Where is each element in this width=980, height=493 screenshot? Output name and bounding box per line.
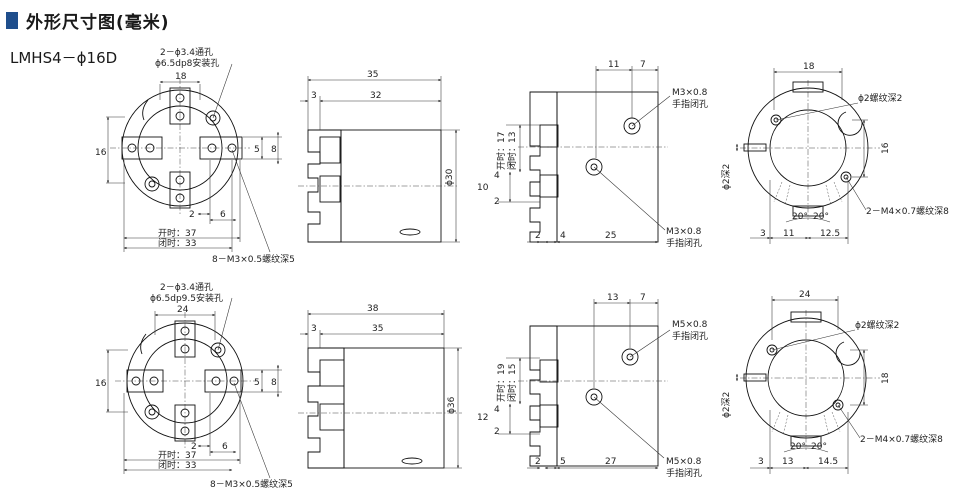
front-dim-5-top: 5 <box>254 145 260 155</box>
finger-closed-top: 闭时：13 <box>506 132 518 170</box>
front-dim-8-top: 8 <box>271 145 277 155</box>
page-title: 外形尺寸图(毫米) <box>26 13 170 33</box>
rear-dim-125-top: 12.5 <box>820 229 840 239</box>
front-dim-6-top: 6 <box>220 210 226 220</box>
front-view-top <box>106 63 282 253</box>
front-hole-note-top-2: ϕ6.5dp8安装孔 <box>155 57 219 69</box>
finger-dim-4-top: 4 <box>494 171 500 181</box>
front-dim-5-bottom: 5 <box>254 378 260 388</box>
rear-dim-24-bottom: 24 <box>799 290 811 300</box>
front-open-bottom: 开时：37 <box>158 449 196 461</box>
side-dim-3-top: 3 <box>311 91 317 101</box>
front-hole-note-top: 2－ϕ3.4通孔 <box>160 47 213 58</box>
rear-angle-a-top: 20° <box>792 212 808 222</box>
front-closed-bottom: 闭时：33 <box>158 459 196 471</box>
side-view-bottom <box>298 310 462 469</box>
finger-dim-b2-top: 2 <box>535 231 541 241</box>
front-dim-8-bottom: 8 <box>271 378 277 388</box>
rear-angle-b-bottom: 20° <box>811 442 827 452</box>
side-view-top <box>298 76 460 243</box>
rear-view-bottom <box>735 296 880 474</box>
rear-view-top <box>735 68 880 244</box>
side-dim-35-top: 35 <box>367 70 378 80</box>
front-dim-18-top: 18 <box>175 72 187 82</box>
finger-m-bot-a-bottom: M5×0.8 <box>666 457 702 467</box>
finger-m-bot-b-bottom: 手指闭孔 <box>666 467 702 479</box>
rear-dim-13-bottom: 13 <box>782 457 793 467</box>
rear-dim-3-bottom: 3 <box>758 457 764 467</box>
rear-thread-top: 2－M4×0.7螺纹深8 <box>866 205 949 217</box>
front-hole-note-bottom-2: ϕ6.5dp9.5安装孔 <box>150 292 223 304</box>
front-dim-6-bottom: 6 <box>222 442 228 452</box>
finger-dim-b25-top: 25 <box>605 231 616 241</box>
rear-dim-18-bottom: 18 <box>881 372 891 384</box>
finger-dim-10-top: 10 <box>477 183 489 193</box>
section-header: 外形尺寸图(毫米) <box>6 8 170 33</box>
side-dim-32-top: 32 <box>370 91 381 101</box>
front-dim-16-top: 16 <box>95 148 107 158</box>
side-dia-top: ϕ30 <box>445 168 455 186</box>
finger-dim-11-top: 11 <box>608 60 619 70</box>
front-hole-note-bottom: 2－ϕ3.4通孔 <box>160 282 213 293</box>
front-dim-2-bottom: 2 <box>191 442 197 452</box>
model-number: LMHS4－ϕ16D <box>10 49 118 67</box>
finger-m-top-b: 手指闭孔 <box>672 98 708 110</box>
finger-dim-b5-bottom: 5 <box>560 457 566 467</box>
side-dim-35-bottom: 35 <box>372 324 383 334</box>
finger-dim-b27-bottom: 27 <box>605 457 616 467</box>
finger-dim-2-bottom: 2 <box>494 427 500 437</box>
rear-dim-145-bottom: 14.5 <box>818 457 838 467</box>
rear-dim-11-top: 11 <box>783 229 794 239</box>
finger-dim-12-bottom: 12 <box>477 413 488 423</box>
rear-pin-top: ϕ2螺纹深2 <box>858 92 902 104</box>
finger-closed-bottom: 闭时：15 <box>506 364 518 402</box>
finger-open-top: 开时：17 <box>495 132 507 170</box>
finger-view-bottom <box>498 299 671 470</box>
front-dim-16-bottom: 16 <box>95 379 107 389</box>
front-dim-2-top: 2 <box>189 210 195 220</box>
finger-m-bot-b: 手指闭孔 <box>666 237 702 249</box>
finger-view-top <box>498 66 671 244</box>
front-closed-top: 闭时：33 <box>158 237 196 249</box>
rear-angle-a-bottom: 20° <box>790 442 806 452</box>
finger-dim-13-bottom: 13 <box>607 293 618 303</box>
rear-dia-bottom: ϕ2深2 <box>721 392 732 418</box>
side-dia-bottom: ϕ36 <box>447 396 457 414</box>
side-dim-3-bottom: 3 <box>311 324 317 334</box>
finger-m-top-a-bottom: M5×0.8 <box>672 320 708 330</box>
rear-angle-b-top: 20° <box>813 212 829 222</box>
rear-dim-3-top: 3 <box>760 229 766 239</box>
header-marker <box>6 12 18 29</box>
rear-dim-18-top: 18 <box>803 62 815 72</box>
finger-dim-b4-top: 4 <box>560 231 566 241</box>
front-thread-top: 8－M3×0.5螺纹深5 <box>212 253 295 265</box>
front-view-bottom <box>106 297 282 479</box>
finger-m-top-b-bottom: 手指闭孔 <box>672 330 708 342</box>
front-dim-24-bottom: 24 <box>177 305 189 315</box>
rear-dia-top: ϕ2深2 <box>721 164 732 190</box>
rear-thread-bottom: 2－M4×0.7螺纹深8 <box>860 433 943 445</box>
finger-open-bottom: 开时：19 <box>495 363 507 402</box>
front-open-top: 开时：37 <box>158 227 196 239</box>
rear-pin-bottom: ϕ2螺纹深2 <box>855 319 899 331</box>
finger-dim-2-top: 2 <box>494 197 500 207</box>
finger-dim-b2-bottom: 2 <box>535 457 541 467</box>
rear-dim-16-top: 16 <box>881 142 891 154</box>
finger-dim-4-bottom: 4 <box>494 405 500 415</box>
side-dim-38-bottom: 38 <box>367 304 379 314</box>
finger-dim-7-top: 7 <box>640 60 646 70</box>
finger-m-bot-a: M3×0.8 <box>666 227 702 237</box>
finger-m-top-a: M3×0.8 <box>672 88 708 98</box>
finger-dim-7-bottom: 7 <box>640 293 646 303</box>
front-thread-bottom: 8－M3×0.5螺纹深5 <box>210 478 293 490</box>
